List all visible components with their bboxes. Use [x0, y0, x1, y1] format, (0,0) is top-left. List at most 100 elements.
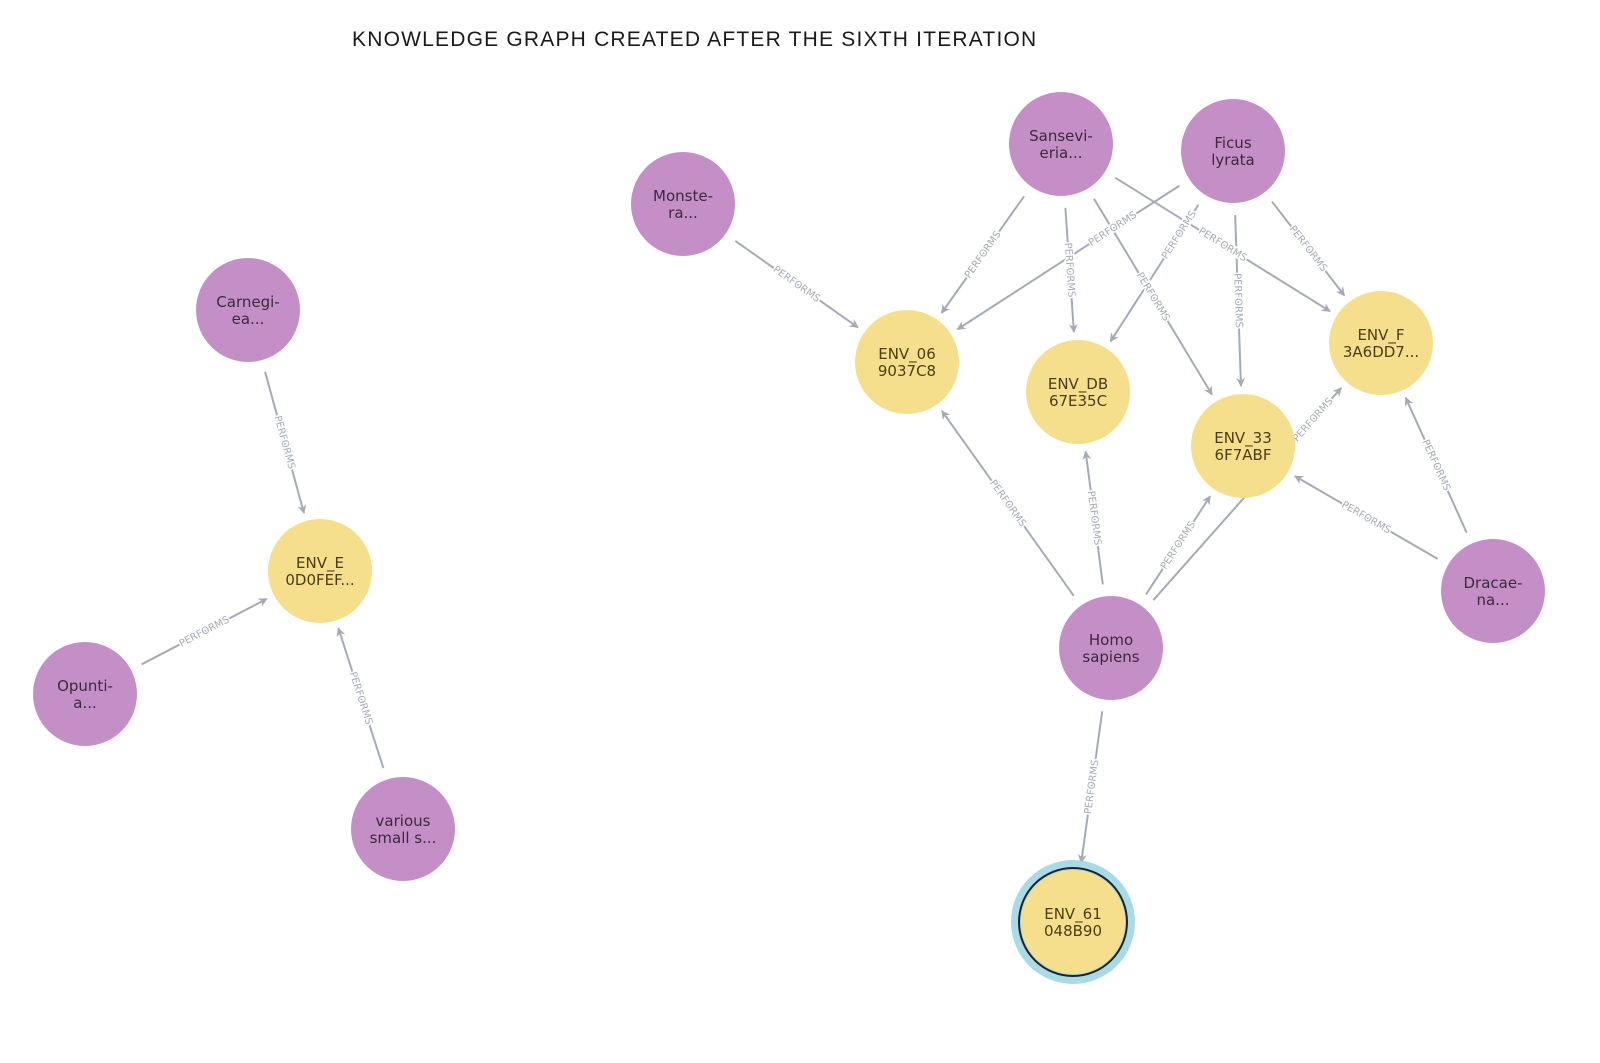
node-label: na...: [1476, 591, 1509, 609]
edge-homo-env_33[interactable]: [1145, 495, 1212, 595]
organism-node-circle[interactable]: [196, 258, 300, 362]
edge-line[interactable]: [1082, 450, 1104, 585]
organism-node-circle[interactable]: [351, 777, 455, 881]
edge-label: PERFORMS: [987, 478, 1028, 529]
node-label: ENV_61: [1044, 905, 1102, 924]
edge-sansevieria-env_db[interactable]: [1064, 207, 1078, 334]
node-label: 67E35C: [1049, 392, 1107, 410]
edge-label: PERFORMS: [1087, 210, 1139, 249]
node-label: ea...: [232, 310, 265, 328]
edge-opuntia-env_e[interactable]: [141, 597, 268, 666]
edge-homo-env_61[interactable]: [1077, 711, 1104, 864]
edge-monstera-env_06[interactable]: [734, 240, 859, 329]
node-env_e[interactable]: ENV_E0D0FEF...: [268, 519, 372, 623]
edge-line[interactable]: [734, 240, 859, 329]
edge-sansevieria-env_f[interactable]: [1114, 176, 1331, 313]
edge-line[interactable]: [941, 410, 1075, 597]
edge-label: PERFORMS: [1231, 273, 1244, 328]
edge-sansevieria-env_06[interactable]: [940, 195, 1025, 314]
edge-line[interactable]: [1294, 475, 1439, 560]
edge-label: PERFORMS: [1062, 242, 1077, 297]
edge-label: PERFORMS: [1083, 759, 1101, 815]
node-label: Opunti-: [57, 677, 113, 695]
edge-line[interactable]: [1145, 495, 1212, 595]
edge-label: PERFORMS: [178, 614, 232, 649]
edge-line[interactable]: [1234, 214, 1246, 387]
node-label: a...: [73, 694, 97, 712]
organism-node-circle[interactable]: [33, 642, 137, 746]
edge-line[interactable]: [1404, 396, 1468, 534]
node-env_f[interactable]: ENV_F3A6DD7...: [1329, 291, 1433, 395]
environment-node-circle[interactable]: [855, 310, 959, 414]
edge-line[interactable]: [336, 627, 385, 769]
edge-carnegiea-env_e[interactable]: [264, 371, 307, 515]
organism-node-circle[interactable]: [631, 152, 735, 256]
node-label: Homo: [1089, 631, 1133, 649]
edge-line[interactable]: [1271, 201, 1346, 297]
edge-label: PERFORMS: [1085, 490, 1103, 546]
node-label: 048B90: [1044, 922, 1102, 940]
environment-node-circle[interactable]: [1191, 394, 1295, 498]
edge-label: PERFORMS: [771, 264, 822, 305]
node-label: ENV_33: [1214, 429, 1272, 448]
node-sansevieria[interactable]: Sansevi-eria...: [1009, 92, 1113, 196]
environment-node-circle[interactable]: [1021, 870, 1125, 974]
edge-ficus-env_f[interactable]: [1271, 201, 1346, 297]
graph-title: KNOWLEDGE GRAPH CREATED AFTER THE SIXTH …: [352, 28, 1038, 51]
organism-node-circle[interactable]: [1009, 92, 1113, 196]
edge-dracaena-env_f[interactable]: [1404, 396, 1468, 534]
node-label: Carnegi-: [216, 293, 279, 311]
environment-node-circle[interactable]: [1329, 291, 1433, 395]
edges-layer: [141, 176, 1468, 864]
edge-line[interactable]: [141, 597, 268, 666]
node-label: 6F7ABF: [1215, 446, 1272, 464]
edge-line[interactable]: [956, 184, 1180, 331]
organism-node-circle[interactable]: [1441, 539, 1545, 643]
node-label: ra...: [668, 204, 698, 222]
edge-label: PERFORMS: [1340, 499, 1393, 536]
edge-dracaena-env_33[interactable]: [1294, 475, 1439, 560]
edge-line[interactable]: [1114, 176, 1331, 313]
edge-line[interactable]: [264, 371, 307, 515]
edge-line[interactable]: [1093, 198, 1213, 396]
node-carnegiea[interactable]: Carnegi-ea...: [196, 258, 300, 362]
node-label: sapiens: [1082, 648, 1139, 666]
node-label: ENV_E: [296, 554, 344, 573]
edge-label: PERFORMS: [1291, 396, 1336, 444]
edge-homo-env_db[interactable]: [1082, 450, 1104, 585]
environment-node-circle[interactable]: [1026, 340, 1130, 444]
edge-line[interactable]: [1077, 711, 1104, 864]
node-label: ENV_F: [1357, 326, 1404, 345]
edge-labels-layer: PERFORMS PERFORMS PERFORMS PERFORMS PERFORMS…: [176, 208, 1453, 817]
edge-ficus-env_db[interactable]: [1109, 204, 1200, 343]
edge-line[interactable]: [1109, 204, 1200, 343]
node-label: Dracae-: [1464, 574, 1523, 592]
node-dracaena[interactable]: Dracae-na...: [1441, 539, 1545, 643]
edge-ficus-env_33[interactable]: [1234, 214, 1246, 387]
edge-line[interactable]: [1064, 207, 1078, 334]
node-label: small s...: [370, 829, 437, 847]
node-label: eria...: [1039, 144, 1082, 162]
node-monstera[interactable]: Monste-ra...: [631, 152, 735, 256]
node-label: Ficus: [1214, 134, 1251, 152]
organism-node-circle[interactable]: [1059, 596, 1163, 700]
organism-node-circle[interactable]: [1181, 99, 1285, 203]
edge-line[interactable]: [940, 195, 1025, 314]
node-label: lyrata: [1211, 151, 1254, 169]
edge-sansevieria-env_33[interactable]: [1093, 198, 1213, 396]
environment-node-circle[interactable]: [268, 519, 372, 623]
edge-homo-env_06[interactable]: [941, 410, 1075, 597]
edge-ficus-env_06[interactable]: [956, 184, 1180, 331]
edge-various-env_e[interactable]: [336, 627, 385, 769]
node-opuntia[interactable]: Opunti-a...: [33, 642, 137, 746]
node-label: ENV_DB: [1048, 375, 1108, 394]
edge-label: PERFORMS: [347, 670, 374, 726]
